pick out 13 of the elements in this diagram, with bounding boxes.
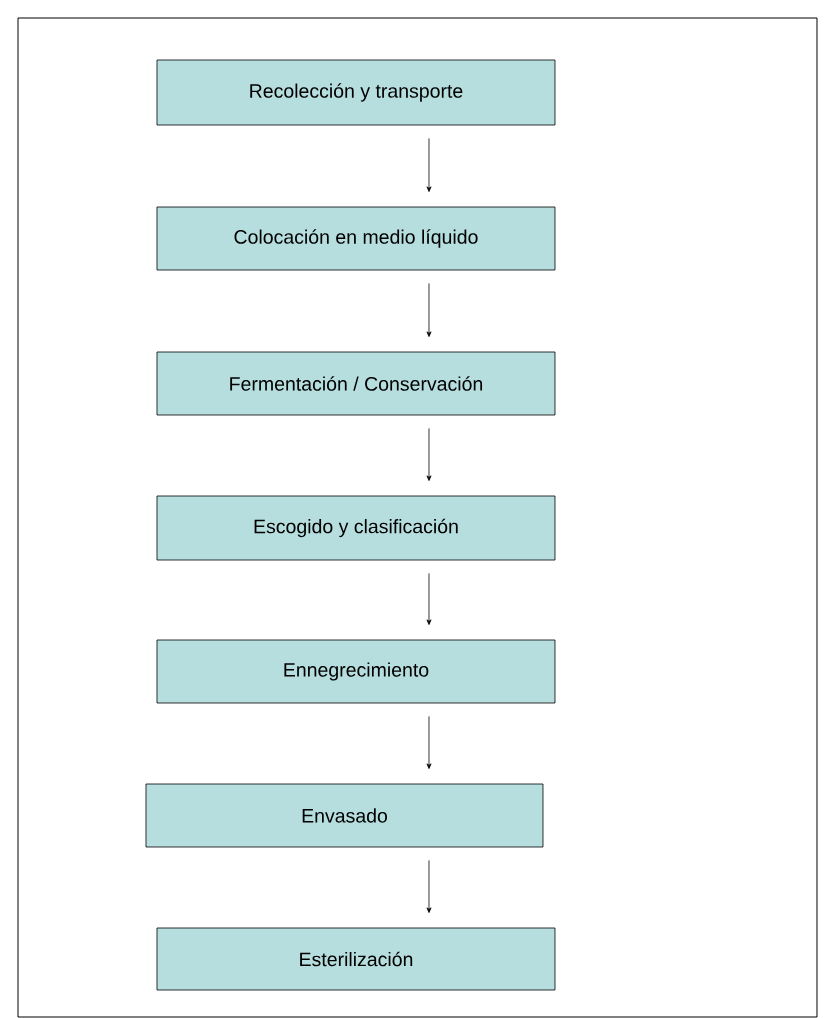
arrow <box>426 138 432 192</box>
arrow <box>426 573 432 625</box>
arrow <box>426 283 432 337</box>
process-box: Esterilización <box>156 927 556 991</box>
process-box: Envasado <box>145 783 544 848</box>
process-box: Escogido y clasificación <box>156 495 556 561</box>
arrow <box>426 860 432 913</box>
arrow <box>426 428 432 481</box>
process-box: Fermentación / Conservación <box>156 351 556 416</box>
process-box: Ennegrecimiento <box>156 639 556 704</box>
process-box: Colocación en medio líquido <box>156 206 556 271</box>
process-box: Recolección y transporte <box>156 59 556 126</box>
arrow <box>426 716 432 769</box>
